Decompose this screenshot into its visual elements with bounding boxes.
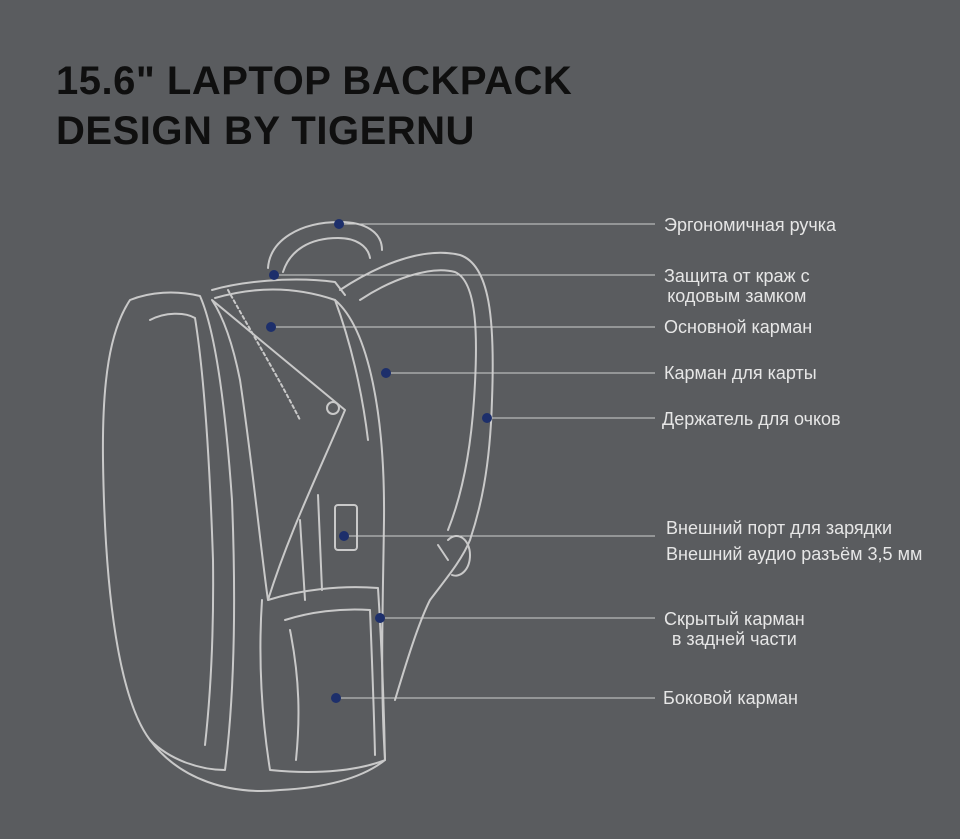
marker-glasses-holder: [482, 413, 492, 423]
callout-label-glasses-holder: Держатель для очков: [662, 409, 841, 429]
front-shell-outline: [211, 299, 346, 601]
marker-handle: [334, 219, 344, 229]
charging-port-outline: [334, 504, 358, 551]
callout-label-handle: Эргономичная ручка: [664, 215, 837, 235]
callout-label-side-pocket: Боковой карман: [663, 688, 798, 708]
title-line-1: 15.6" LAPTOP BACKPACK: [56, 59, 573, 103]
marker-lock: [269, 270, 279, 280]
callout-label-lock-line-2: кодовым замком: [667, 286, 807, 306]
callout-label-main-pocket: Основной карман: [664, 317, 813, 337]
callout-leader-lines: [271, 223, 655, 699]
callout-markers: [266, 219, 492, 703]
side-pocket-outline: [267, 586, 386, 761]
title-line-2: DESIGN BY TIGERNU: [56, 109, 475, 153]
marker-side-pocket: [331, 693, 341, 703]
shoulder-strap-outline: [339, 251, 494, 701]
callout-label-charging-port-line-1: Внешний порт для зарядки: [666, 518, 893, 538]
callout-label-card-pocket: Карман для карты: [664, 363, 817, 383]
callout-label-lock-line-1: Защита от краж с: [664, 266, 810, 286]
marker-card-pocket: [381, 368, 391, 378]
callout-label-charging-port: Внешний порт для зарядки Внешний аудио р…: [666, 515, 922, 567]
backpack-illustration: [101, 221, 494, 792]
back-panel-outline: [101, 291, 236, 771]
callout-label-hidden-pocket-line-2: в задней части: [671, 629, 797, 649]
marker-charging-port: [339, 531, 349, 541]
callout-label-hidden-pocket-line-1: Скрытый карман: [664, 609, 805, 629]
callout-label-lock: Защита от краж с кодовым замком: [664, 266, 810, 306]
marker-main-pocket: [266, 322, 276, 332]
handle-outline: [267, 221, 383, 269]
callout-label-hidden-pocket: Скрытый карман в задней части: [664, 609, 805, 649]
callout-label-charging-port-line-2: Внешний аудио разъём 3,5 мм: [666, 544, 923, 564]
marker-hidden-pocket: [375, 613, 385, 623]
page-title: 15.6" LAPTOP BACKPACK DESIGN BY TIGERNU: [56, 56, 572, 156]
